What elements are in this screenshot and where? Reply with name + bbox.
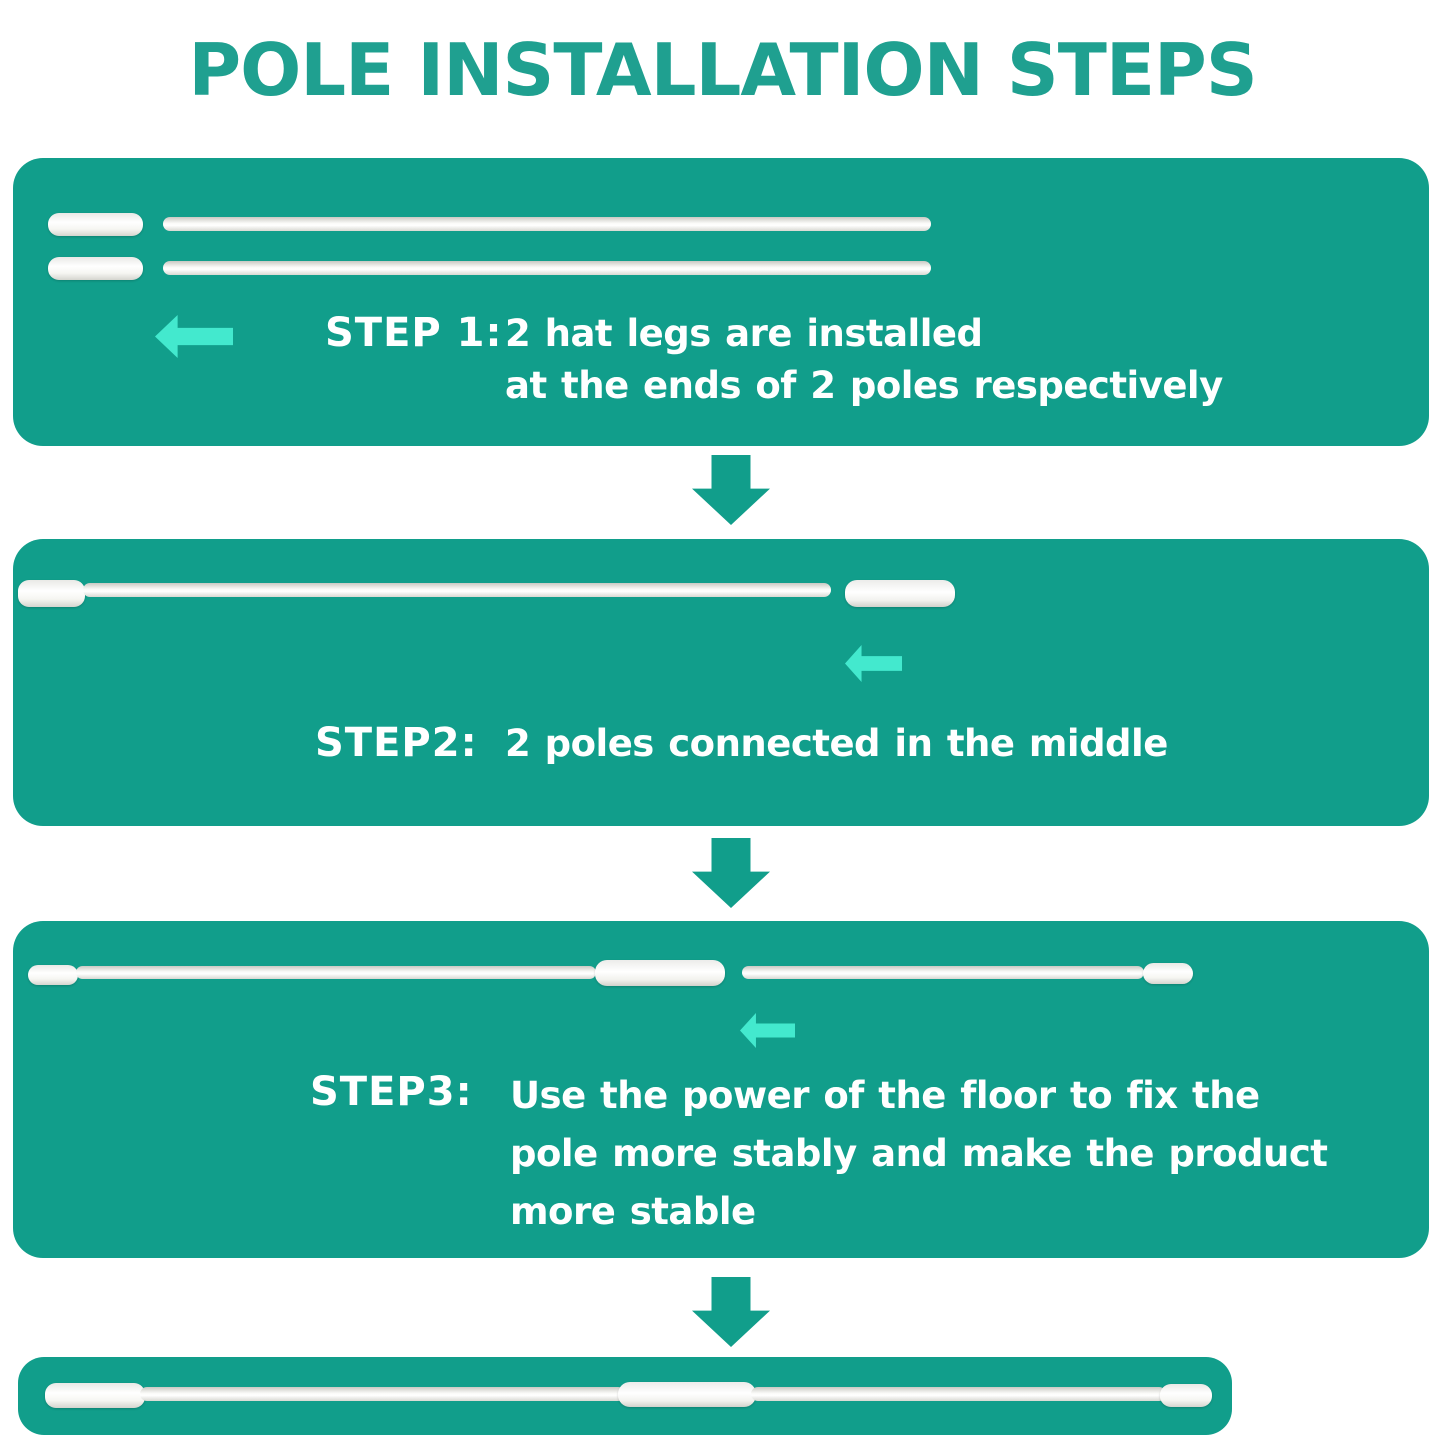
pole bbox=[83, 583, 831, 597]
left-arrow-icon bbox=[740, 1013, 795, 1048]
step1-line1: 2 hat legs are installed bbox=[505, 312, 983, 355]
step3-line3: more stable bbox=[510, 1190, 756, 1233]
step2-line1: 2 poles connected in the middle bbox=[505, 722, 1168, 765]
step3-panel: STEP3: Use the power of the floor to fix… bbox=[13, 921, 1429, 1258]
hat-leg-cap bbox=[1160, 1384, 1212, 1407]
hat-leg-cap bbox=[18, 580, 85, 607]
step1-line2: at the ends of 2 poles respectively bbox=[505, 364, 1223, 407]
step3-line2: pole more stably and make the product bbox=[510, 1132, 1328, 1175]
left-arrow-icon bbox=[155, 315, 233, 358]
pole-connector bbox=[845, 580, 955, 607]
pole bbox=[751, 1387, 1166, 1401]
page-title: POLE INSTALLATION STEPS bbox=[188, 28, 1257, 112]
pole-connector bbox=[595, 960, 725, 986]
down-arrow-icon bbox=[692, 838, 770, 908]
assembled-pole-panel bbox=[18, 1357, 1232, 1435]
step3-line1: Use the power of the floor to fix the bbox=[510, 1074, 1260, 1117]
pole bbox=[140, 1387, 625, 1401]
down-arrow-icon bbox=[692, 1277, 770, 1347]
step3-text: Use the power of the floor to fix the po… bbox=[510, 1067, 1328, 1241]
step2-label: STEP2: bbox=[315, 720, 478, 766]
pole bbox=[163, 217, 931, 231]
hat-leg-cap bbox=[28, 965, 78, 985]
step3-label: STEP3: bbox=[310, 1069, 473, 1115]
hat-leg-cap bbox=[1143, 963, 1193, 984]
pole bbox=[76, 966, 596, 979]
step2-panel: STEP2: 2 poles connected in the middle bbox=[13, 539, 1429, 826]
step1-label: STEP 1: bbox=[325, 310, 503, 356]
pole bbox=[742, 966, 1144, 979]
pole bbox=[163, 261, 931, 275]
hat-leg-cap bbox=[48, 257, 143, 280]
step2-text: 2 poles connected in the middle bbox=[505, 718, 1168, 770]
step1-text: 2 hat legs are installed at the ends of … bbox=[505, 308, 1223, 412]
step1-panel: STEP 1: 2 hat legs are installed at the … bbox=[13, 158, 1429, 446]
left-arrow-icon bbox=[845, 645, 902, 682]
down-arrow-icon bbox=[692, 455, 770, 525]
hat-leg-cap bbox=[48, 213, 143, 236]
hat-leg-cap bbox=[45, 1383, 145, 1408]
pole-connector bbox=[618, 1382, 756, 1407]
